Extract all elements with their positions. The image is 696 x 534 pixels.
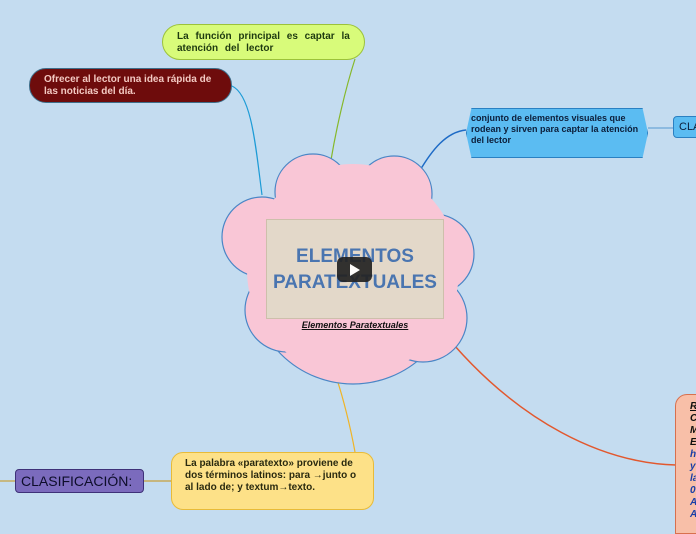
topic-ofrecer-text: Ofrecer al lector una idea rápida de las… [44, 74, 212, 97]
right-box-line: la [690, 473, 696, 484]
right-box-line: 0 [690, 485, 696, 496]
video-play-button[interactable] [337, 257, 372, 282]
connector-funcion [330, 58, 356, 161]
right-box-line: y [690, 461, 696, 472]
topic-clasificacion-right[interactable]: CLA [673, 116, 696, 138]
right-box-line: A [690, 509, 696, 521]
right-box-line: h [690, 449, 696, 460]
connector-conjunto [418, 129, 467, 173]
topic-paratexto-text: La palabra «paratexto» proviene de dos t… [185, 458, 357, 493]
right-box-line: C [690, 413, 696, 425]
topic-conjunto-text: conjunto de elementos visuales que rodea… [471, 113, 639, 145]
right-box-line: R [690, 401, 696, 413]
right-box-line: A [690, 497, 696, 509]
topic-funcion-principal[interactable]: La función principal es captar la atenci… [162, 24, 365, 60]
topic-clasificacion-left[interactable]: CLASIFICACIÓN: [15, 469, 144, 493]
topic-conjunto-elementos[interactable]: conjunto de elementos visuales que rodea… [466, 108, 648, 158]
topic-ofrecer-idea[interactable]: Ofrecer al lector una idea rápida de las… [29, 68, 232, 103]
central-caption: Elementos Paratextuales [301, 320, 409, 330]
central-title-text: ELEMENTOS PARATEXTUALES [273, 246, 437, 293]
topic-right-cutoff[interactable]: R C M E h y la 0 A A [675, 394, 696, 534]
topic-paratexto-origen[interactable]: La palabra «paratexto» proviene de dos t… [171, 452, 374, 510]
topic-clasificacion-text: CLASIFICACIÓN: [21, 473, 133, 489]
right-box-line: E [690, 437, 696, 449]
right-box-line: M [690, 425, 696, 437]
topic-funcion-text: La función principal es captar la atenci… [177, 31, 350, 54]
connector-right-box [453, 344, 677, 466]
connector-ofrecer [231, 85, 263, 196]
play-icon [350, 264, 360, 276]
topic-cla-text: CLA [679, 121, 696, 133]
